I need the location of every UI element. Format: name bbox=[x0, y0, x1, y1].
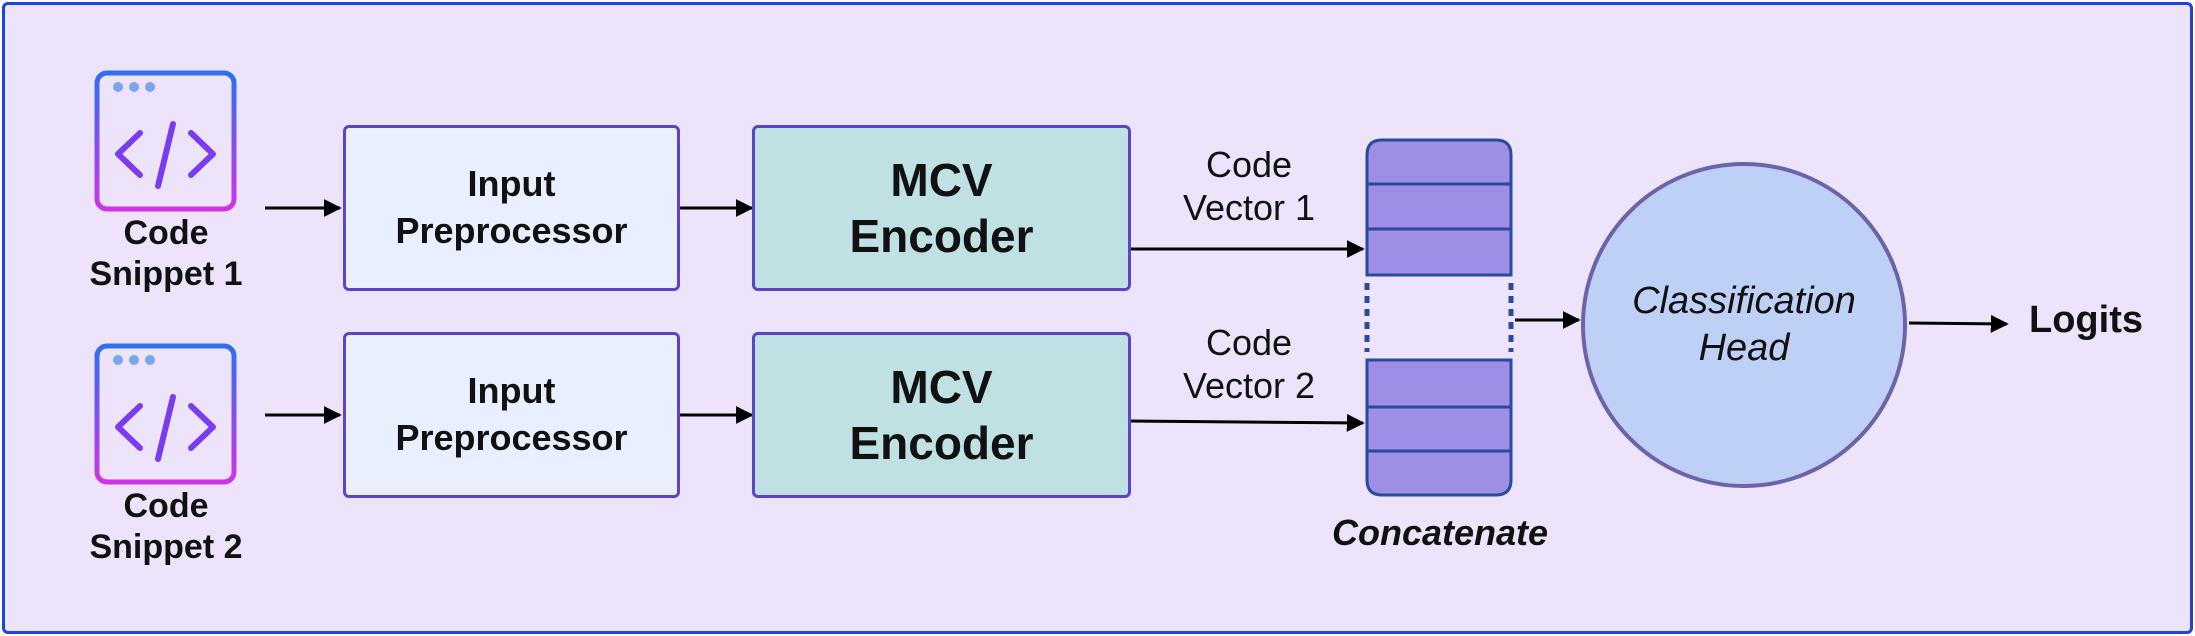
head-line1: Classification bbox=[1632, 279, 1856, 322]
classification-head: Classification Head bbox=[1581, 162, 1907, 488]
encoder-1-line2: Encoder bbox=[849, 210, 1034, 262]
input-preprocessor-2: Input Preprocessor bbox=[343, 332, 680, 498]
mcv-encoder-1: MCV Encoder bbox=[752, 125, 1131, 291]
vector-2-line1: Code bbox=[1205, 322, 1293, 363]
encoder-1-line1: MCV bbox=[890, 153, 993, 206]
vector-label-1: Code Vector 1 bbox=[1149, 143, 1349, 229]
snippet-label-1: Code Snippet 1 bbox=[66, 213, 266, 295]
snippet-2-line1: Code bbox=[123, 487, 209, 525]
snippet-1-line2: Snippet 1 bbox=[89, 254, 243, 293]
concatenate-stack bbox=[1364, 138, 1514, 497]
logits-label: Logits bbox=[2029, 299, 2143, 341]
head-line2: Head bbox=[1698, 327, 1790, 369]
encoder-2-line2: Encoder bbox=[849, 417, 1034, 469]
preprocessor-2-line2: Preprocessor bbox=[395, 417, 628, 458]
preprocessor-1-line1: Input bbox=[467, 163, 556, 205]
encoder-2-line1: MCV bbox=[890, 360, 993, 413]
code-window-icon bbox=[94, 70, 237, 212]
code-window-icon bbox=[94, 343, 237, 485]
concatenate-label: Concatenate bbox=[1331, 512, 1549, 553]
preprocessor-2-line1: Input bbox=[467, 370, 556, 412]
snippet-1-line1: Code bbox=[123, 214, 209, 252]
vector-2-line2: Vector 2 bbox=[1182, 365, 1316, 407]
snippet-label-2: Code Snippet 2 bbox=[66, 486, 266, 568]
preprocessor-1-line2: Preprocessor bbox=[395, 210, 628, 251]
vector-label-2: Code Vector 2 bbox=[1149, 321, 1349, 407]
vector-1-line2: Vector 1 bbox=[1182, 187, 1316, 229]
vector-1-line1: Code bbox=[1205, 144, 1293, 185]
arrow-encoder2-to-concat bbox=[1130, 413, 1365, 432]
mcv-encoder-2: MCV Encoder bbox=[752, 332, 1131, 498]
input-preprocessor-1: Input Preprocessor bbox=[343, 125, 680, 291]
snippet-2-line2: Snippet 2 bbox=[89, 527, 243, 566]
arrow-head-to-logits bbox=[1908, 314, 2009, 333]
